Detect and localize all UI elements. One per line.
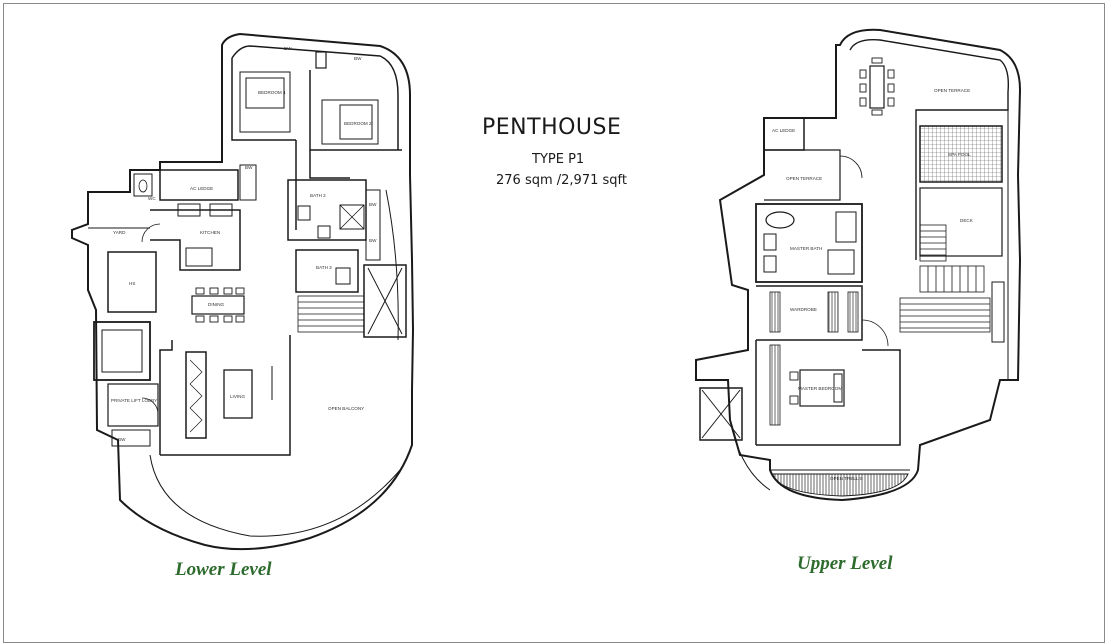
plan-type: TYPE P1 xyxy=(532,152,585,167)
label-deck: DECK xyxy=(960,218,974,223)
label-bw-right2: BW xyxy=(369,238,377,243)
label-ac-ledge: AC LEDGE xyxy=(190,186,213,191)
label-bath2: BATH 2 xyxy=(310,193,326,198)
upper-outer-wall xyxy=(695,28,1022,502)
label-living: LIVING xyxy=(230,394,245,399)
upper-room-labels: OPEN TERRACE AC LEDGE OPEN TERRACE SPA P… xyxy=(772,88,974,481)
plan-area: 276 sqm /2,971 sqft xyxy=(496,173,627,188)
label-bedroom2: BEDROOM 2 xyxy=(344,121,372,126)
lower-outer-wall xyxy=(71,32,415,551)
floor-plans: BEDROOM 4 BEDROOM 2 BATH 2 BATH 3 AC LED… xyxy=(71,28,1022,551)
label-open-terrace-left: OPEN TERRACE xyxy=(786,176,822,181)
upper-level-plan xyxy=(695,28,1022,502)
label-wardrobe: WARDROBE xyxy=(790,307,817,312)
label-bedroom4: BEDROOM 4 xyxy=(258,90,286,95)
label-open-balcony: OPEN BALCONY xyxy=(328,406,364,411)
lower-level-plan xyxy=(71,32,415,551)
label-bw-mid: BW xyxy=(245,165,253,170)
lower-room-labels: BEDROOM 4 BEDROOM 2 BATH 2 BATH 3 AC LED… xyxy=(111,46,377,442)
label-spa-pool: SPA POOL xyxy=(948,152,971,157)
plan-heading: PENTHOUSE TYPE P1 276 sqm /2,971 sqft xyxy=(482,115,672,188)
plan-title: PENTHOUSE xyxy=(482,115,622,140)
label-master-bath: MASTER BATH xyxy=(790,246,822,251)
label-bw-bottom: BW xyxy=(118,437,126,442)
label-wc: WC xyxy=(148,196,156,201)
label-bw-top-right: BW xyxy=(354,56,362,61)
lower-level-caption: Lower Level xyxy=(175,559,272,580)
label-ac-ledge-upper: AC LEDGE xyxy=(772,128,795,133)
label-open-terrace-top: OPEN TERRACE xyxy=(934,88,970,93)
label-yard: YARD xyxy=(113,230,126,235)
label-master-bedroom: MASTER BEDROOM xyxy=(798,386,842,391)
label-bw-top-left: BW xyxy=(284,46,292,51)
label-bath3: BATH 3 xyxy=(316,265,332,270)
label-private-lift-lobby: PRIVATE LIFT LOBBY xyxy=(111,398,157,403)
label-kitchen: KITCHEN xyxy=(200,230,220,235)
upper-level-caption: Upper Level xyxy=(797,553,893,574)
label-dining: DINING xyxy=(208,302,225,307)
label-hs: HS xyxy=(129,281,135,286)
label-open-trellis: OPEN TRELLIS xyxy=(830,476,863,481)
label-bw-right1: BW xyxy=(369,202,377,207)
